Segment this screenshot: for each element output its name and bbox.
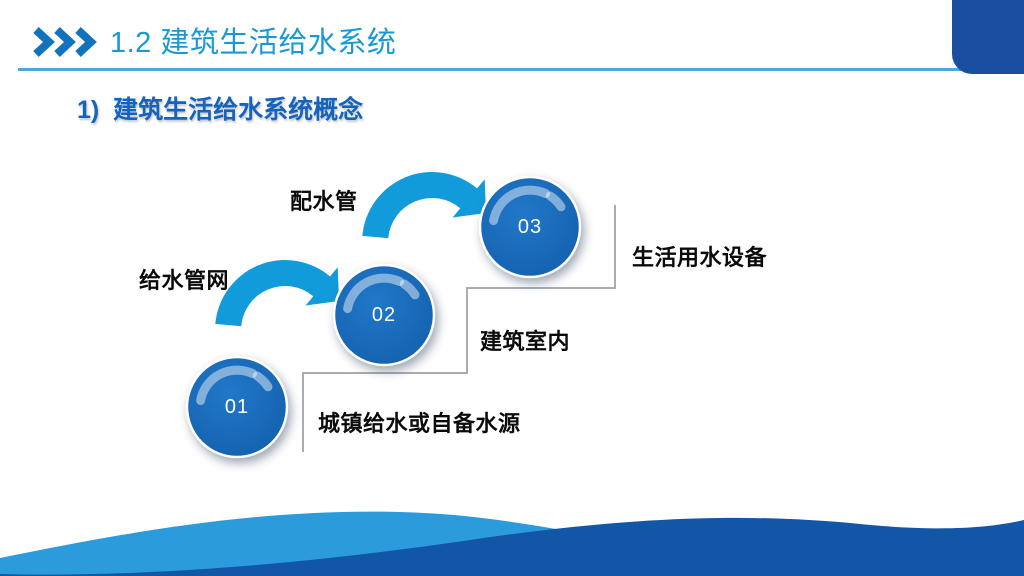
stage-circle-3: 03 [478,175,582,279]
arrow-1-label: 给水管网 [139,268,230,293]
circle-gloss-arc [252,371,273,392]
curved-arrow-2 [362,172,486,239]
step-lines [302,205,616,452]
stage-1-label: 城镇给水或自备水源 [318,411,521,436]
section-heading: 1) 建筑生活给水系统概念 [77,96,364,124]
circle-gloss-arc [489,185,551,226]
corner-decoration [952,0,1024,74]
stage-circle-2: 02 [332,263,436,367]
bottom-wave-decoration [0,511,1024,576]
page-title: 1.2 建筑生活给水系统 [110,27,397,59]
stage-number-2: 02 [372,304,396,326]
stage-number-3: 03 [518,216,542,238]
wave-dark [0,517,1024,576]
triple-chevron-icon [33,27,97,57]
circle-gloss-arc [545,191,566,212]
arrow-2-label: 配水管 [290,189,358,214]
curved-arrow-1 [215,260,339,327]
stage-circle-1: 01 [185,355,289,459]
circle-gloss-arc [196,365,258,406]
stage-number-1: 01 [225,396,249,418]
stage-3-label: 生活用水设备 [632,245,768,270]
circle-gloss-arc [343,273,405,314]
stage-2-label: 建筑室内 [480,329,571,354]
circle-gloss-arc [399,279,420,300]
header-divider [18,68,963,71]
